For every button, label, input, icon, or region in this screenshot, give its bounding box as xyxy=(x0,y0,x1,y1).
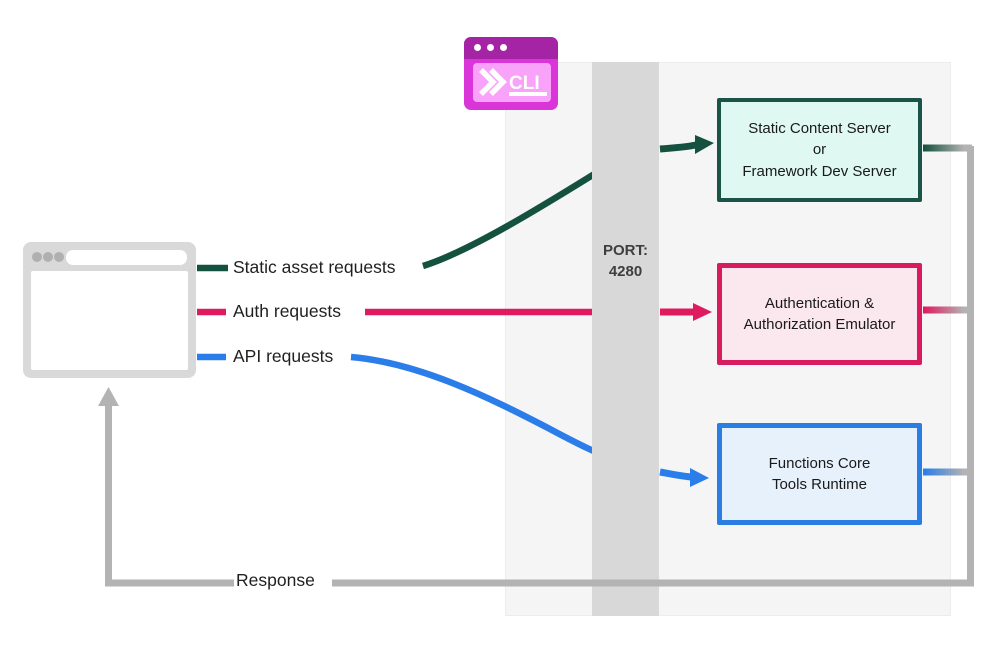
static-request-curve xyxy=(422,160,614,270)
api-arrow-shaft xyxy=(659,468,692,481)
cli-screen: CLI xyxy=(473,63,551,102)
api-request-curve xyxy=(350,353,615,463)
cli-underline xyxy=(509,92,547,96)
static-requests-label: Static asset requests xyxy=(233,257,396,277)
cli-dot-icon xyxy=(474,44,481,51)
functions-box-line1: Functions Core xyxy=(768,454,871,472)
browser-addressbar-icon xyxy=(66,250,187,265)
browser-dot-icon xyxy=(32,252,42,262)
static-box-line3: Framework Dev Server xyxy=(742,162,897,180)
auth-requests-label: Auth requests xyxy=(233,301,341,321)
chevron-right-icon xyxy=(479,68,497,96)
response-line-right xyxy=(332,146,974,587)
auth-box-line2: Authorization Emulator xyxy=(743,316,896,333)
browser-dot-icon xyxy=(54,252,64,262)
port-bar xyxy=(592,62,659,616)
auth-emulator-box: Authentication & Authorization Emulator xyxy=(717,263,922,365)
auth-arrowhead xyxy=(693,303,712,321)
browser-dot-icon xyxy=(43,252,53,262)
cli-glyphs: CLI xyxy=(479,68,547,96)
static-box-line2: or xyxy=(812,141,827,159)
cli-dot-icon xyxy=(487,44,494,51)
api-arrowhead xyxy=(690,468,709,487)
static-content-server-box: Static Content Server or Framework Dev S… xyxy=(717,98,922,202)
response-line-left xyxy=(105,404,234,587)
browser-content-area xyxy=(31,271,188,370)
port-label-line2: 4280 xyxy=(608,263,643,280)
functions-runtime-box: Functions Core Tools Runtime xyxy=(717,423,922,525)
cli-icon: CLI xyxy=(464,37,558,110)
port-label: PORT: 4280 xyxy=(592,240,659,282)
browser-icon xyxy=(23,242,196,378)
chevron-right-icon xyxy=(489,68,507,96)
response-arrowhead xyxy=(98,387,119,406)
api-requests-label: API requests xyxy=(233,346,334,366)
cli-dot-icon xyxy=(500,44,507,51)
static-arrowhead xyxy=(695,135,714,154)
response-label: Response xyxy=(236,570,315,590)
static-box-line1: Static Content Server xyxy=(748,119,891,137)
port-label-line1: PORT: xyxy=(603,242,648,259)
auth-box-line1: Authentication & xyxy=(764,294,875,312)
static-arrow-shaft xyxy=(659,141,697,153)
functions-box-line2: Tools Runtime xyxy=(771,476,868,493)
cli-label: CLI xyxy=(509,73,540,94)
cli-titlebar xyxy=(464,37,558,59)
